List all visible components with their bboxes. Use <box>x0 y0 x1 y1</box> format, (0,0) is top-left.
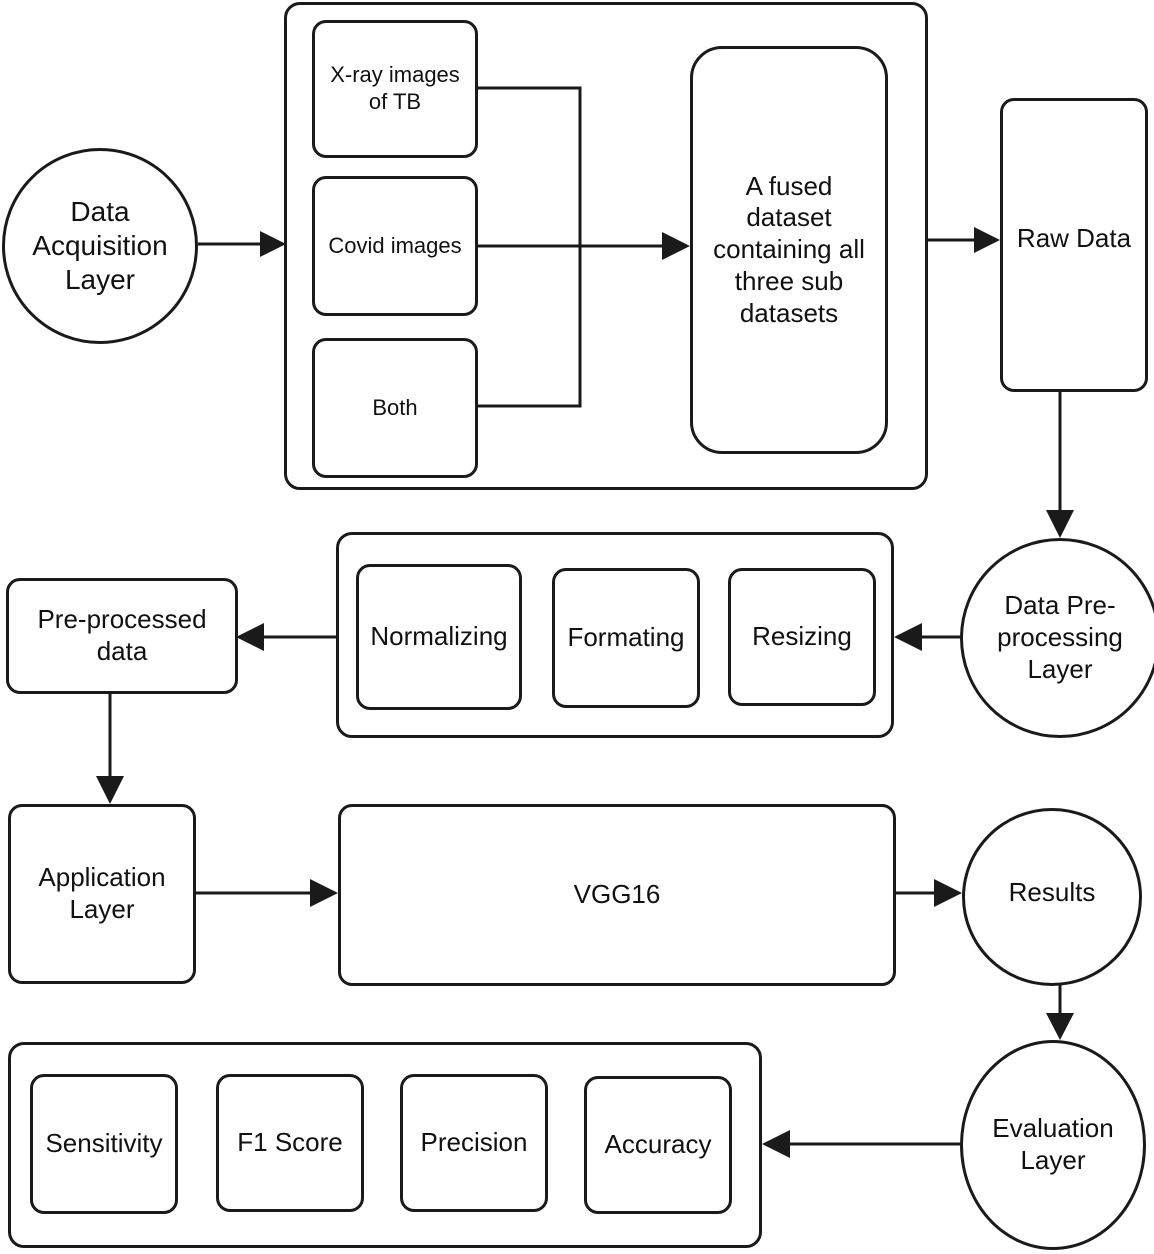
metric-f1-score-label: F1 Score <box>237 1127 343 1158</box>
results-label: Results <box>1008 877 1096 907</box>
metric-f1-score-node: F1 Score <box>216 1074 364 1212</box>
metric-sensitivity-node: Sensitivity <box>30 1074 178 1214</box>
arrowhead-right <box>310 879 338 907</box>
step-formating-label: Formating <box>567 622 685 653</box>
source-covid-node: Covid images <box>312 176 478 316</box>
evaluation-layer-label: Evaluation Layer <box>992 1113 1114 1175</box>
arrowhead-left <box>762 1130 790 1158</box>
fused-dataset-label: A fused dataset containing all three sub… <box>713 170 865 328</box>
step-normalizing-label: Normalizing <box>370 621 508 652</box>
data-sources-group <box>284 2 928 490</box>
raw-data-label: Raw Data <box>1016 223 1132 253</box>
application-layer-label: Application Layer <box>38 862 166 924</box>
data-preprocessing-layer-label: Data Pre- processing Layer <box>997 590 1123 684</box>
metric-accuracy-node: Accuracy <box>584 1076 732 1214</box>
application-layer-node: Application Layer <box>8 804 196 984</box>
arrowhead-right <box>934 879 962 907</box>
source-both-label: Both <box>372 394 418 420</box>
preprocessed-data-node: Pre-processed data <box>6 578 238 694</box>
preprocessed-data-label: Pre-processed data <box>37 604 207 666</box>
arrowhead-down <box>1046 1013 1074 1040</box>
source-xray-tb-node: X-ray images of TB <box>312 20 478 158</box>
preprocessing-steps-group <box>336 532 894 738</box>
arrowhead-down <box>1046 510 1074 538</box>
evaluation-metrics-group <box>8 1042 762 1248</box>
metric-accuracy-label: Accuracy <box>604 1129 712 1160</box>
step-resizing-label: Resizing <box>752 621 852 652</box>
step-formating-node: Formating <box>552 568 700 708</box>
arrowhead-right <box>974 227 1000 253</box>
fused-dataset-node: A fused dataset containing all three sub… <box>690 46 888 454</box>
raw-data-node: Raw Data <box>1000 98 1148 392</box>
evaluation-layer-node: Evaluation Layer <box>960 1040 1146 1250</box>
data-acquisition-layer-node: Data Acquisition Layer <box>2 148 198 344</box>
arrowhead-down <box>96 776 124 804</box>
results-node: Results <box>962 808 1142 986</box>
source-both-node: Both <box>312 338 478 478</box>
step-resizing-node: Resizing <box>728 568 876 706</box>
source-covid-label: Covid images <box>328 232 462 258</box>
arrowhead-left <box>894 623 922 651</box>
metric-precision-label: Precision <box>420 1127 528 1158</box>
arrowhead-left <box>236 623 264 651</box>
source-xray-tb-label: X-ray images of TB <box>330 62 460 114</box>
vgg16-model-label: VGG16 <box>573 879 661 909</box>
metric-sensitivity-label: Sensitivity <box>45 1128 163 1159</box>
arrowhead-right <box>260 231 286 257</box>
data-acquisition-layer-label: Data Acquisition Layer <box>32 195 168 296</box>
arrowhead-right <box>662 232 690 260</box>
metric-precision-node: Precision <box>400 1074 548 1212</box>
step-normalizing-node: Normalizing <box>356 564 522 710</box>
data-preprocessing-layer-node: Data Pre- processing Layer <box>960 538 1154 738</box>
vgg16-model-node: VGG16 <box>338 804 896 986</box>
